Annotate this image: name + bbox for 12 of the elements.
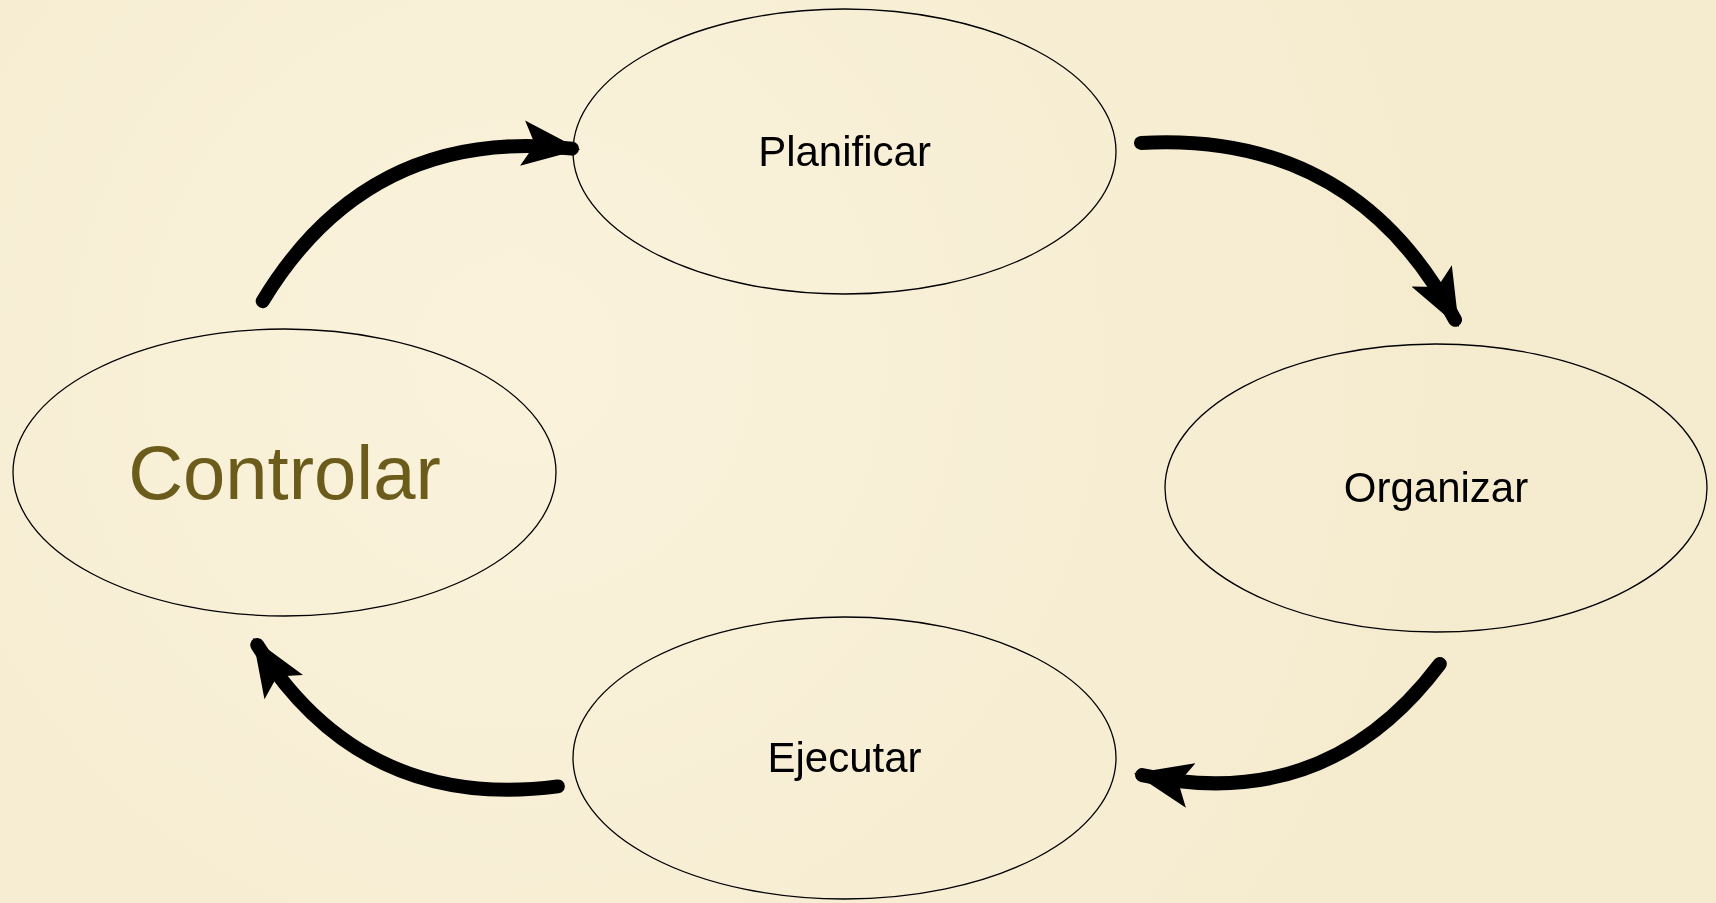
node-label: Controlar (128, 429, 441, 516)
ellipse-node (12, 328, 557, 617)
ellipse-node (572, 616, 1117, 900)
curved-arrow (1133, 657, 1447, 807)
curved-arrow (1134, 135, 1463, 327)
curved-arrow (250, 638, 565, 797)
curved-arrow (255, 122, 581, 309)
node-label: Planificar (758, 127, 931, 176)
node-label: Ejecutar (767, 734, 922, 782)
ellipse-node (572, 8, 1117, 295)
ellipse-node (1164, 343, 1708, 633)
node-label: Organizar (1343, 464, 1529, 512)
